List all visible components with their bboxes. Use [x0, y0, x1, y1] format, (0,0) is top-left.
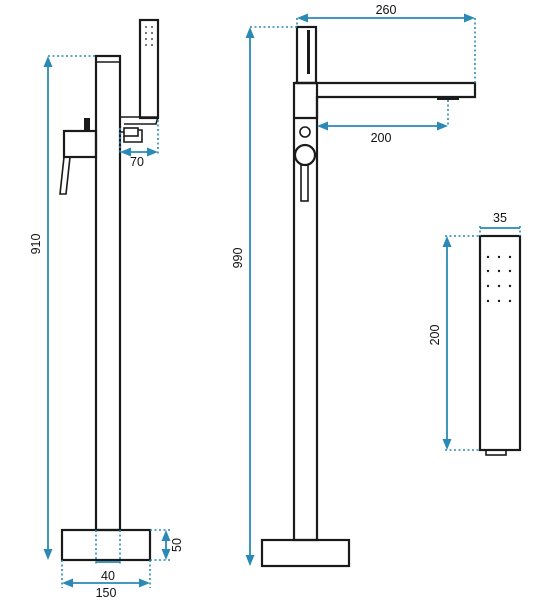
dim-side-height-label: 910 [29, 234, 43, 255]
front-spout-outlet [437, 97, 459, 100]
dim-front-height-label: 990 [231, 248, 245, 269]
front-hand-shower [295, 25, 318, 85]
dim-hand-shower-width-label: 35 [493, 211, 507, 225]
side-shower-holder [120, 116, 160, 125]
hand-shower-connector [485, 449, 507, 456]
dim-side-spout-projection: 70 [119, 120, 159, 169]
dim-front-spout-reach: 200 [317, 100, 449, 145]
side-mixer-knob [84, 118, 90, 132]
side-main-pipe [94, 54, 122, 532]
dim-side-pipe-width-label: 40 [101, 569, 115, 583]
hand-shower-detail [478, 234, 522, 456]
side-hose-connector [123, 127, 139, 137]
dim-hand-shower-width: 35 [479, 211, 521, 236]
front-base-plate [260, 538, 351, 568]
front-spout-arm [294, 81, 477, 120]
dim-side-base-height: 50 [150, 529, 184, 561]
dim-front-spout-length-label: 260 [376, 3, 397, 17]
dim-front-height: 990 [231, 26, 297, 566]
side-hose-nut [120, 129, 143, 143]
dim-side-pipe-width: 40 [95, 530, 121, 583]
dim-side-base-height-label: 50 [170, 538, 184, 552]
side-base-plate [60, 528, 152, 562]
front-diverter-knob [299, 126, 311, 138]
front-view [260, 25, 477, 568]
dim-front-spout-reach-label: 200 [371, 131, 392, 145]
front-hand-shower-edge [307, 30, 310, 74]
dim-side-base-width: 150 [61, 560, 151, 600]
side-hand-shower [138, 18, 160, 120]
dim-side-spout-projection-label: 70 [130, 155, 144, 169]
dim-hand-shower-length-label: 200 [428, 325, 442, 346]
side-lever-handle [59, 156, 71, 195]
side-shower-nozzles [145, 26, 153, 46]
front-mixer-handle [300, 164, 309, 202]
side-view [59, 18, 160, 562]
hand-shower-nozzles [486, 255, 512, 303]
dim-side-height: 910 [29, 55, 96, 560]
dim-front-spout-length: 260 [296, 3, 476, 83]
dim-side-base-width-label: 150 [96, 586, 117, 600]
side-mixer-body [62, 129, 98, 159]
front-mixer-cartridge [293, 143, 317, 167]
hand-shower-body [478, 234, 522, 452]
dim-hand-shower-length: 200 [428, 235, 480, 451]
